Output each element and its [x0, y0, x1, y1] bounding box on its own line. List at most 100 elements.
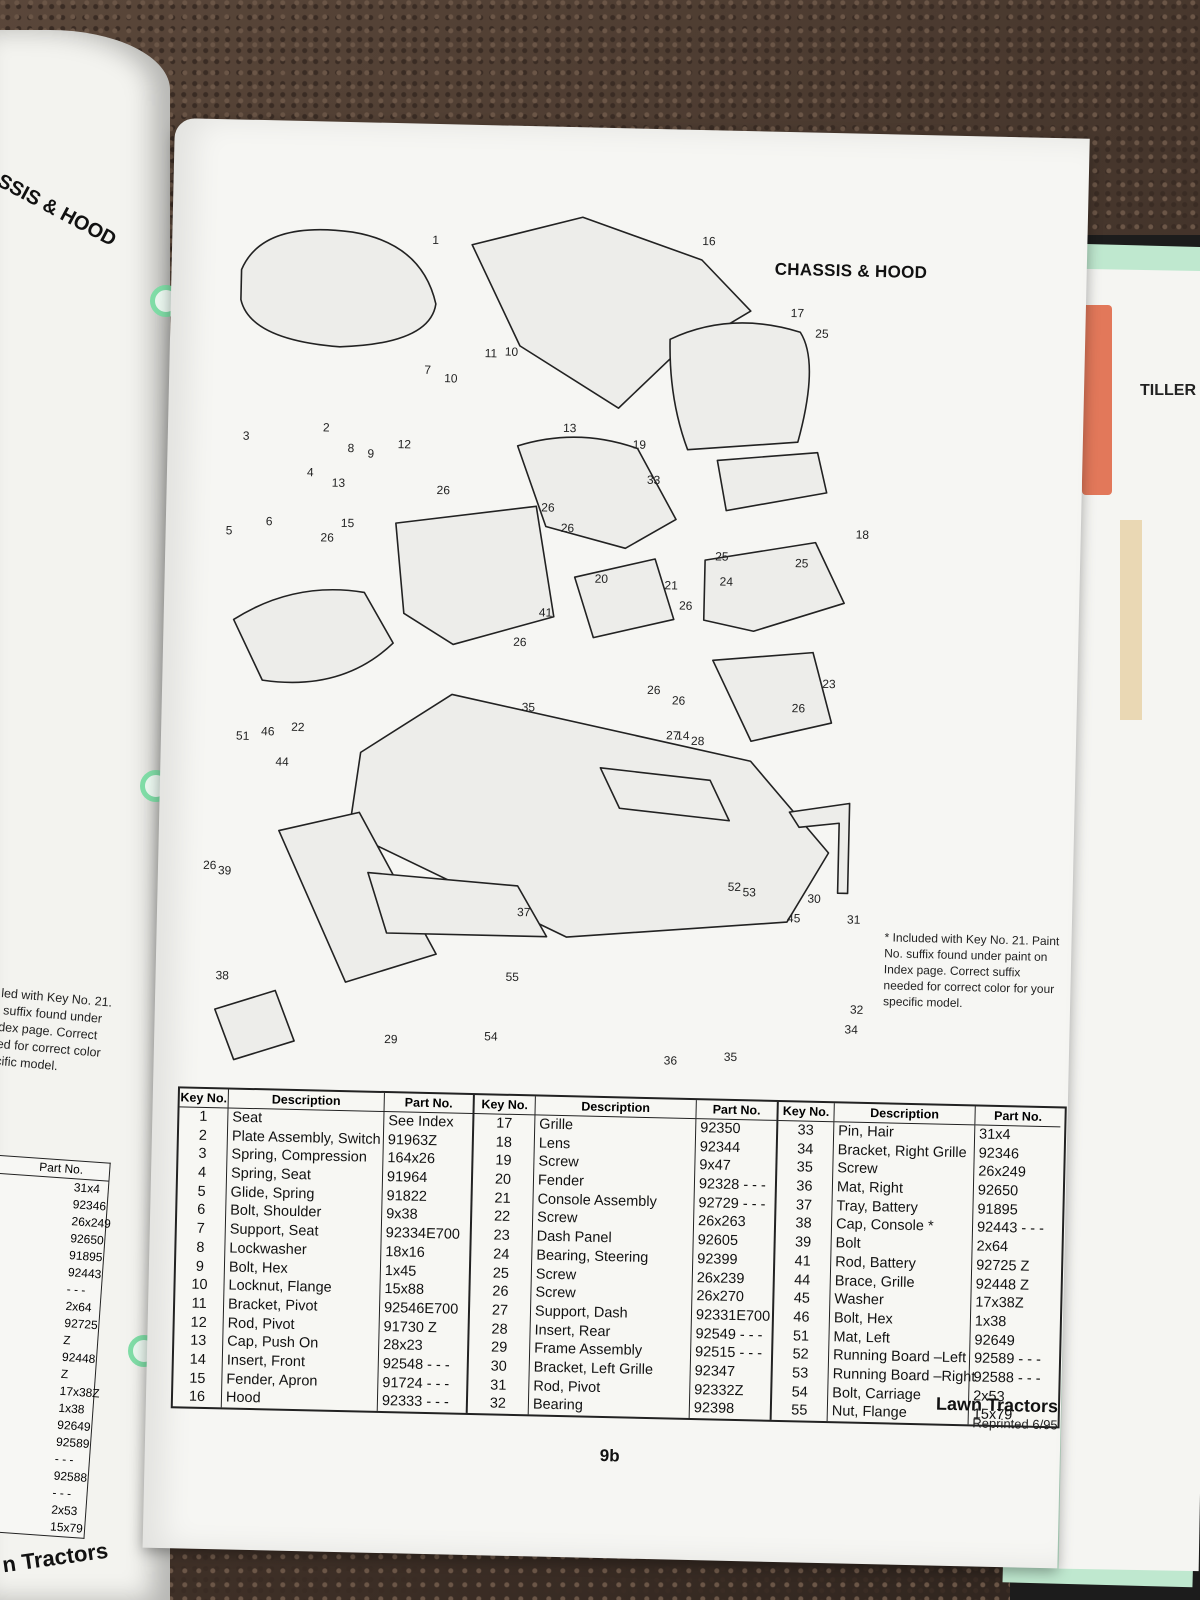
- diagram-callout: 33: [647, 473, 661, 487]
- diagram-callout: 19: [633, 437, 647, 451]
- diagram-callout: 20: [594, 572, 608, 586]
- diagram-callout: 21: [664, 578, 678, 592]
- diagram-callout: 6: [266, 514, 273, 528]
- diagram-callout: 44: [275, 754, 289, 768]
- diagram-callout: 28: [691, 734, 705, 748]
- reprint-date: Reprinted 6/95: [972, 1415, 1058, 1433]
- left-table-cell: 92443 - - -: [66, 1265, 102, 1298]
- table-cell: 91964: [386, 1169, 428, 1187]
- lens-drawing: [716, 451, 828, 512]
- table-cell: 11: [191, 1295, 207, 1312]
- part-header: Part No.: [696, 1100, 777, 1121]
- table-cell: 17x38Z: [975, 1294, 1024, 1312]
- diagram-callout: 53: [742, 885, 756, 899]
- table-cell: 46: [793, 1309, 810, 1326]
- table-cell: 92548 - - -: [382, 1355, 450, 1374]
- table-cell: 26x239: [696, 1269, 745, 1287]
- table-cell: 91895: [977, 1201, 1018, 1219]
- brand-name: Lawn Tractors: [935, 1393, 1059, 1417]
- table-cell: 9: [195, 1258, 205, 1275]
- paint-footnote: * Included with Key No. 21. Paint No. su…: [882, 930, 1060, 1011]
- table-cell: 45: [793, 1290, 811, 1307]
- table-cell: 9x47: [699, 1157, 731, 1175]
- left-table-cell: 92588 - - -: [52, 1468, 88, 1501]
- left-page-title: SSIS & HOOD: [0, 170, 120, 251]
- diagram-callout: 13: [563, 421, 577, 435]
- table-cell: 91724 - - -: [382, 1374, 450, 1393]
- table-cell: 52: [792, 1346, 809, 1363]
- key-header: Key No.: [474, 1095, 535, 1116]
- table-cell: 35: [796, 1159, 814, 1177]
- table-cell: 53: [791, 1365, 809, 1382]
- table-cell: 28x23: [383, 1337, 423, 1355]
- table-cell: 92588 - - -: [973, 1369, 1041, 1387]
- tan-tab: [1120, 520, 1142, 720]
- table-cell: 38: [795, 1215, 812, 1233]
- diagram-callout: 26: [792, 701, 806, 715]
- table-cell: 24: [493, 1246, 510, 1263]
- table-cell: 18: [495, 1134, 513, 1151]
- table-cell: 14: [189, 1351, 207, 1368]
- diagram-callout: 5: [226, 523, 233, 537]
- table-cell: 29: [490, 1339, 508, 1357]
- left-table-cell: 92448 Z: [60, 1349, 96, 1382]
- diagram-callout: 26: [541, 500, 555, 514]
- diagram-callout: 26: [436, 483, 450, 497]
- diagram-callout: 30: [807, 892, 821, 906]
- table-cell: 9x38: [385, 1206, 418, 1224]
- key-header: Key No.: [778, 1101, 834, 1123]
- insert-rear-drawing: [278, 811, 437, 983]
- table-cell: 13: [189, 1332, 207, 1350]
- table-cell: 1x45: [384, 1262, 417, 1280]
- diagram-callout: 38: [215, 968, 229, 982]
- dash-panel-drawing: [702, 541, 845, 633]
- table-cell: 15x88: [384, 1281, 425, 1299]
- table-cell: 92334E700: [385, 1225, 461, 1243]
- table-cell: 164x26: [387, 1150, 436, 1168]
- table-cell: 10: [191, 1276, 208, 1294]
- diagram-callout: 26: [320, 530, 334, 544]
- table-cell: 92328 - - -: [698, 1176, 767, 1194]
- key-header: Key No.: [179, 1088, 228, 1109]
- diagram-callout: 10: [444, 371, 458, 385]
- battery-tray-drawing: [213, 989, 295, 1061]
- console-drawing: [573, 558, 675, 639]
- support-dash-drawing: [712, 651, 833, 743]
- diagram-callout: 26: [203, 858, 217, 872]
- table-cell: 92515 - - -: [694, 1344, 763, 1362]
- exploded-parts-diagram: 1 2 3 4 5 6 7 8 9 10 10 11 12 13 13 14 1…: [203, 216, 870, 1068]
- table-cell: 15: [189, 1370, 206, 1387]
- table-cell: 51: [792, 1327, 810, 1345]
- table-cell: 54: [791, 1383, 808, 1401]
- left-table-cell: 92589 - - -: [54, 1434, 90, 1467]
- manual-page: CHASSIS & HOOD 1 2 3 4 5 6: [142, 118, 1090, 1569]
- table-cell: 16: [188, 1388, 206, 1406]
- table-cell: 8: [196, 1239, 205, 1256]
- diagram-callout: 45: [787, 911, 801, 925]
- diagram-callout: 27: [666, 728, 680, 742]
- table-cell: 30: [490, 1358, 507, 1375]
- diagram-callout: 7: [424, 363, 431, 377]
- diagram-callout: 37: [517, 905, 531, 919]
- table-cell: 19: [495, 1152, 512, 1170]
- table-cell: 92398: [693, 1400, 735, 1418]
- diagram-callout: 10: [505, 345, 519, 359]
- part-header: Part No.: [384, 1093, 473, 1115]
- diagram-callout: 39: [218, 863, 232, 877]
- running-board-drawing: [367, 871, 548, 938]
- right-page-heading: TILLER: [1140, 382, 1196, 399]
- table-cell: 37: [795, 1197, 813, 1214]
- diagram-callout: 17: [791, 306, 805, 320]
- diagram-callout: 22: [291, 720, 305, 734]
- table-cell: 3: [198, 1146, 207, 1163]
- table-cell: 7: [196, 1220, 206, 1238]
- table-cell: 92443 - - -: [976, 1219, 1045, 1238]
- table-cell: 92549 - - -: [695, 1325, 763, 1344]
- table-cell: Rod, Battery: [835, 1254, 916, 1272]
- diagram-callout: 14: [676, 729, 690, 743]
- diagram-callout: 3: [243, 429, 250, 443]
- table-cell: 2x64: [976, 1238, 1009, 1256]
